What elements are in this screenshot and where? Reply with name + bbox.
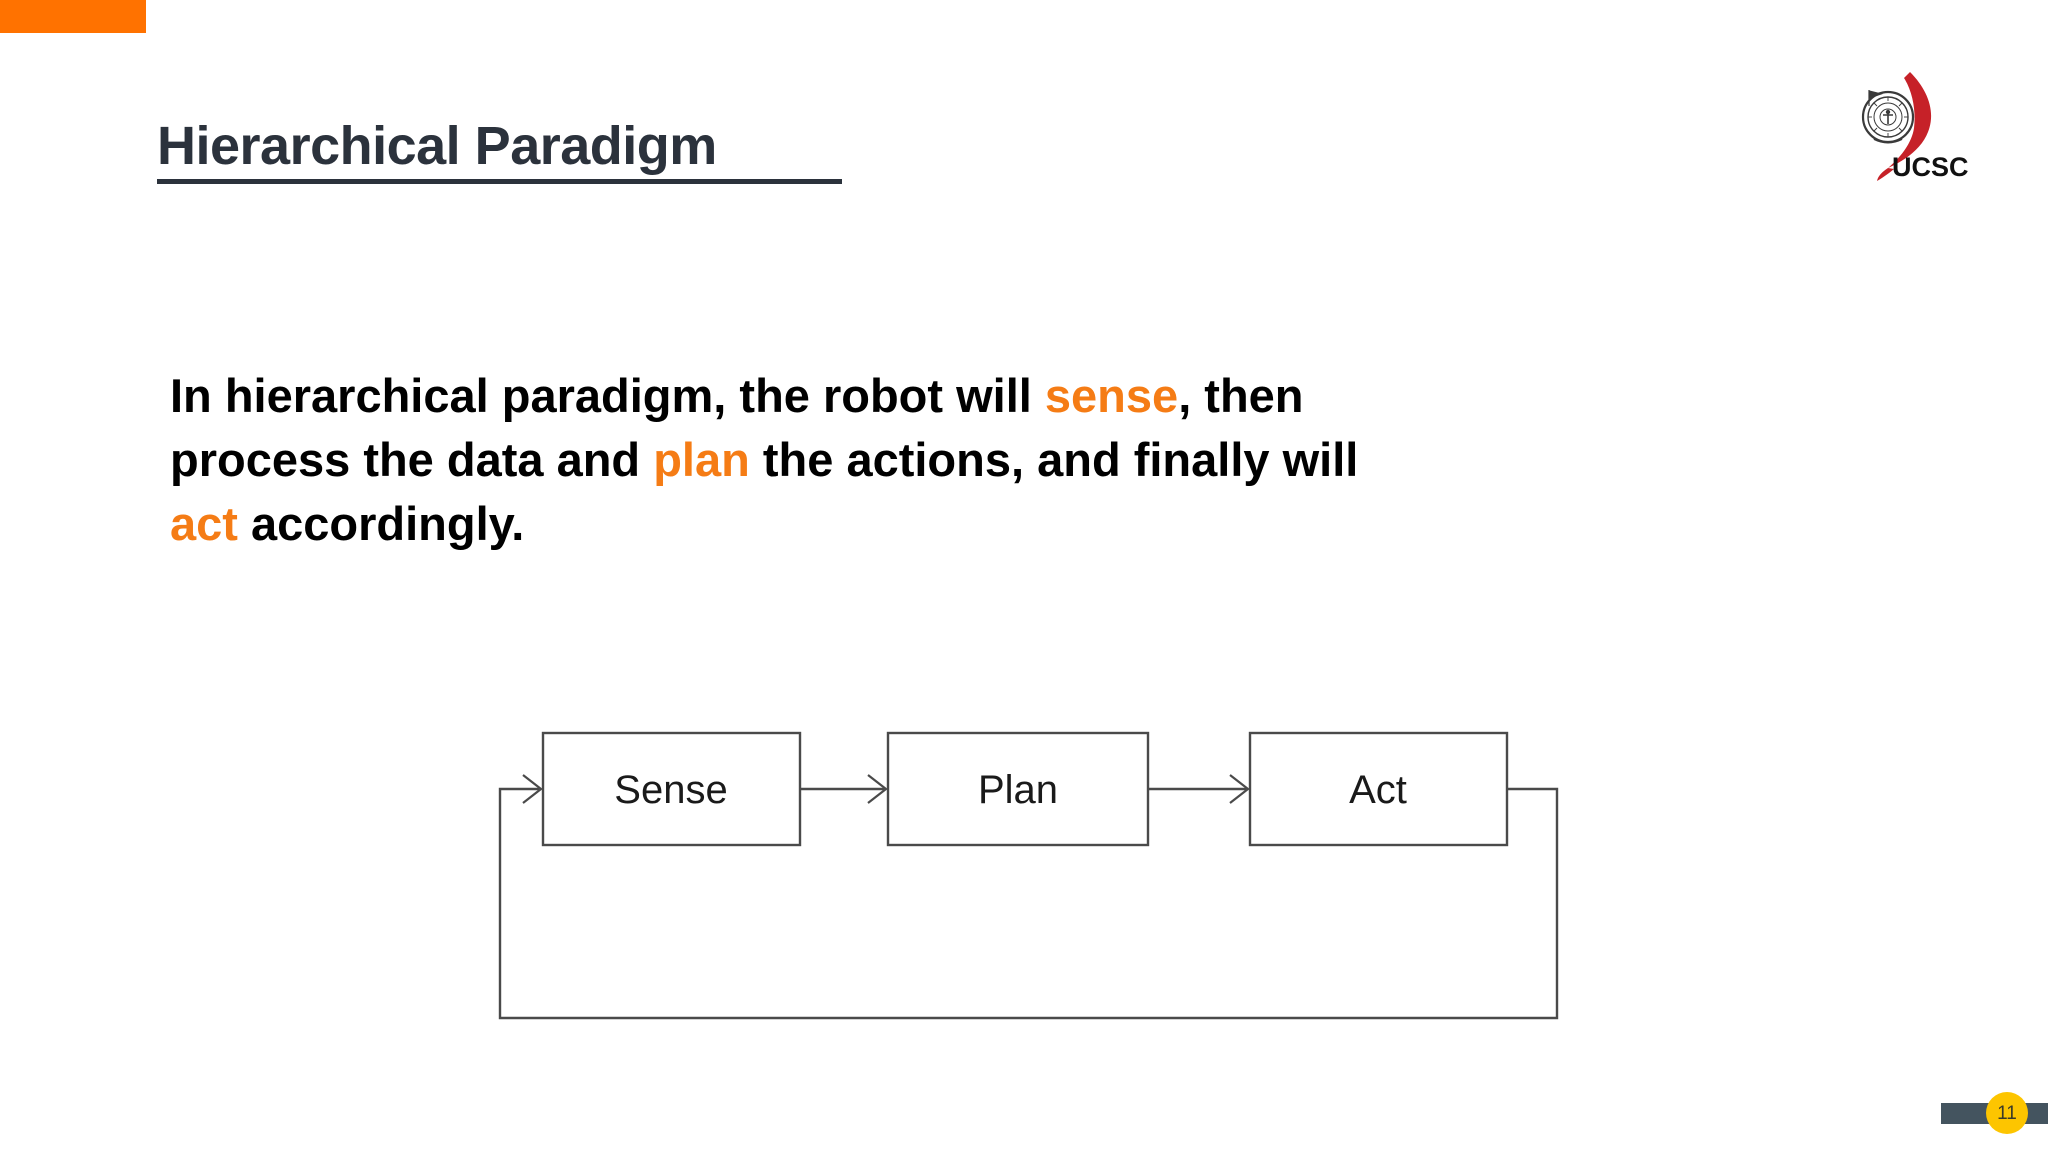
- body-line-1: In hierarchical paradigm, the robot will…: [170, 364, 1907, 428]
- ucsc-logo: UCSC: [1858, 68, 1978, 183]
- diagram-node-plan-label: Plan: [978, 768, 1058, 812]
- title-underline: [157, 178, 842, 184]
- keyword-sense: sense: [1044, 369, 1179, 422]
- diagram-node-sense: [541, 731, 802, 847]
- diagram-node-act-label: Act: [1349, 768, 1407, 812]
- body-text-plain-4: the actions, and finally will: [749, 432, 1359, 486]
- diagram-edge-sense-plan: [800, 774, 888, 804]
- logo-crest-icon: [1861, 90, 1915, 144]
- keyword-act: act: [170, 496, 238, 550]
- page-number-text: 11: [1997, 1102, 2017, 1124]
- page-title-block: Hierarchical Paradigm: [157, 118, 842, 184]
- diagram-edge-plan-act: [1148, 774, 1250, 804]
- page-number-badge: 11: [1986, 1092, 2028, 1134]
- diagram-node-plan: [886, 731, 1150, 847]
- sense-plan-act-diagram: Sense Plan Act: [480, 715, 1600, 1045]
- body-paragraph: In hierarchical paradigm, the robot will…: [170, 364, 1907, 556]
- diagram-node-sense-label: Sense: [614, 768, 727, 812]
- body-text-plain-5: accordingly.: [237, 496, 525, 550]
- body-text-plain-1: In hierarchical paradigm, the robot will: [170, 369, 1045, 422]
- logo-wordmark: UCSC: [1892, 152, 1969, 182]
- body-line-3: act accordingly.: [170, 492, 1907, 556]
- logo-swoosh-icon: [1877, 72, 1932, 181]
- keyword-plan: plan: [653, 432, 750, 486]
- diagram-edge-act-sense-feedback: [498, 774, 1559, 1020]
- page-title: Hierarchical Paradigm: [157, 116, 717, 176]
- body-line-2: process the data and plan the actions, a…: [170, 428, 1907, 492]
- accent-bar-top-left: [0, 0, 146, 33]
- body-text-plain-2: , then: [1178, 369, 1304, 422]
- body-text-plain-3: process the data and: [170, 432, 654, 486]
